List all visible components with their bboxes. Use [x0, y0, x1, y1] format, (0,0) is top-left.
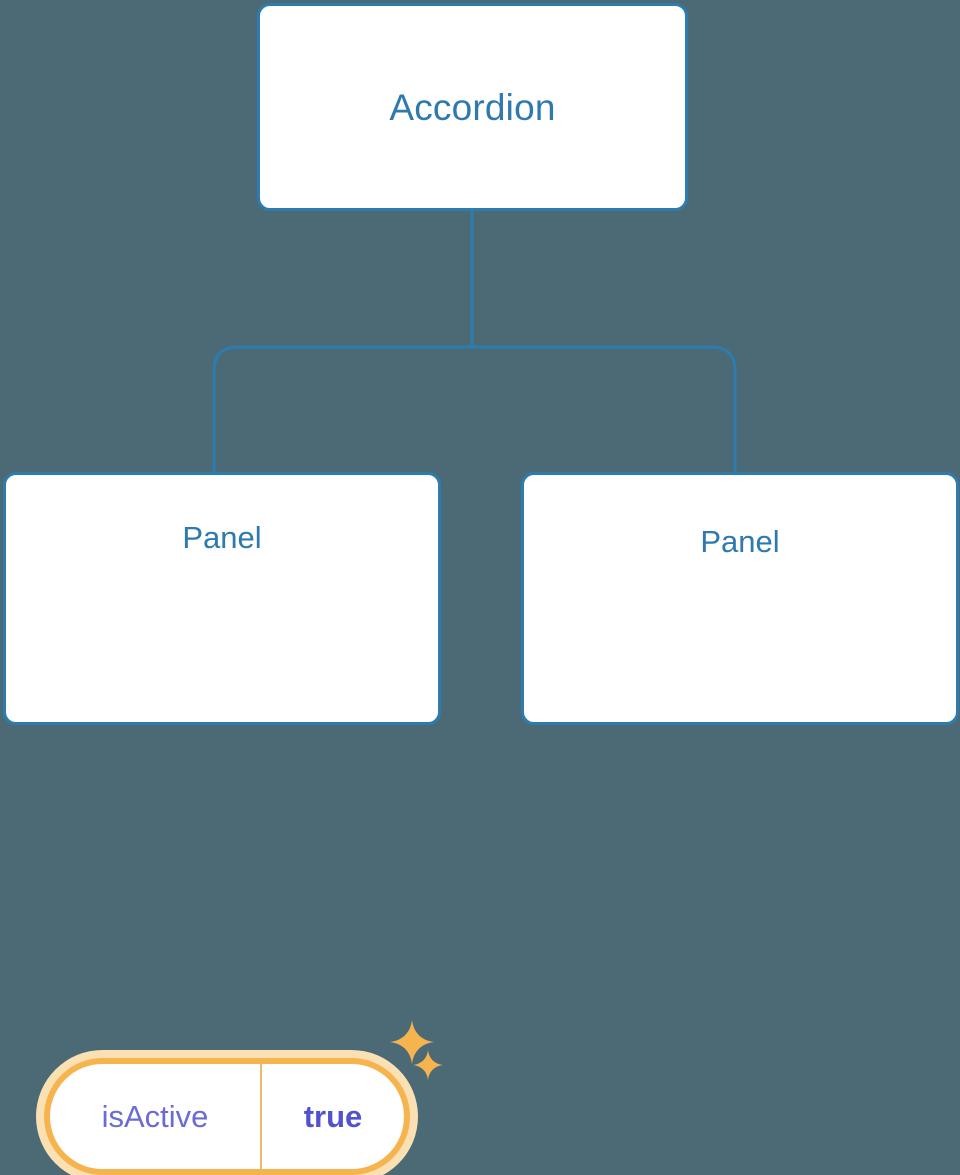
node-panel-left[interactable]: Panel isActive true	[3, 472, 443, 1175]
prop-key-label: isActive	[50, 1064, 262, 1169]
node-accordion[interactable]: Accordion	[257, 3, 688, 211]
prop-value-label: true	[303, 1098, 363, 1134]
node-panel-left-title: Panel	[182, 520, 262, 555]
node-panel-right-title: Panel	[700, 524, 780, 559]
sparkle-icon	[390, 1020, 434, 1064]
prop-pill-isactive-true[interactable]: isActive true	[44, 1058, 410, 1175]
node-accordion-title: Accordion	[389, 86, 556, 128]
connector-branch-bar	[212, 345, 737, 472]
diagram-canvas: Accordion Panel isActive true Panel isAc…	[3, 3, 959, 1175]
sparkle-icon	[413, 1050, 443, 1080]
node-panel-right[interactable]: Panel isActive false	[521, 472, 959, 725]
